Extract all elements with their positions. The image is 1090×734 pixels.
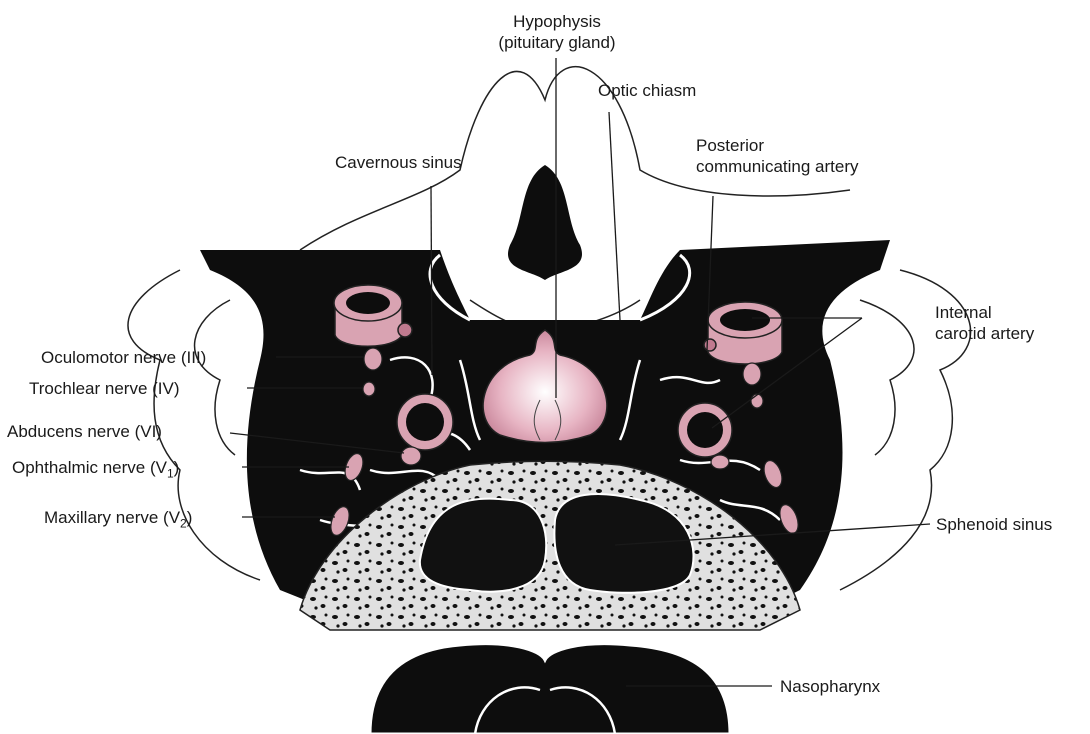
label-ophthalmic-main: Ophthalmic nerve (V [12,458,167,477]
label-abducens-text: Abducens nerve (VI) [7,422,162,441]
label-hypophysis-line1: Hypophysis [496,11,618,32]
label-internal-line1: Internal [935,302,1034,323]
label-trochlear-nerve: Trochlear nerve (IV) [29,378,180,399]
label-optic-chiasm: Optic chiasm [598,80,696,101]
internal-carotid-right-cavernous [678,403,732,457]
label-sphenoid-sinus: Sphenoid sinus [936,514,1052,535]
label-ophthalmic-close: ) [174,458,180,477]
label-hypophysis: Hypophysis (pituitary gland) [496,11,618,53]
label-maxillary-sub: 2 [180,516,187,530]
label-hypophysis-line2: (pituitary gland) [496,32,618,53]
label-oculomotor-nerve: Oculomotor nerve (III) [41,347,206,368]
label-internal-carotid-artery: Internal carotid artery [935,302,1034,344]
label-nasopharynx: Nasopharynx [780,676,880,697]
label-posterior-communicating-artery: Posterior communicating artery [696,135,859,177]
label-trochlear-text: Trochlear nerve (IV) [29,379,180,398]
label-maxillary-close: ) [187,508,193,527]
label-maxillary-main: Maxillary nerve (V [44,508,180,527]
label-optic-chiasm-text: Optic chiasm [598,81,696,100]
label-abducens-nerve: Abducens nerve (VI) [7,421,162,442]
label-internal-line2: carotid artery [935,323,1034,344]
internal-carotid-right-upper [704,302,782,364]
label-cavernous-sinus: Cavernous sinus [335,152,462,173]
label-cavernous-sinus-text: Cavernous sinus [335,153,462,172]
label-oculomotor-text: Oculomotor nerve (III) [41,348,206,367]
label-ophthalmic-nerve: Ophthalmic nerve (V1) [12,457,179,484]
label-maxillary-nerve: Maxillary nerve (V2) [44,507,192,534]
label-sphenoid-sinus-text: Sphenoid sinus [936,515,1052,534]
label-nasopharynx-text: Nasopharynx [780,677,880,696]
label-posterior-line2: communicating artery [696,156,859,177]
internal-carotid-left-cavernous [397,394,453,450]
pituitary-stalk [508,165,582,280]
nasopharynx [370,644,730,734]
label-posterior-line1: Posterior [696,135,859,156]
label-ophthalmic-sub: 1 [167,466,174,480]
